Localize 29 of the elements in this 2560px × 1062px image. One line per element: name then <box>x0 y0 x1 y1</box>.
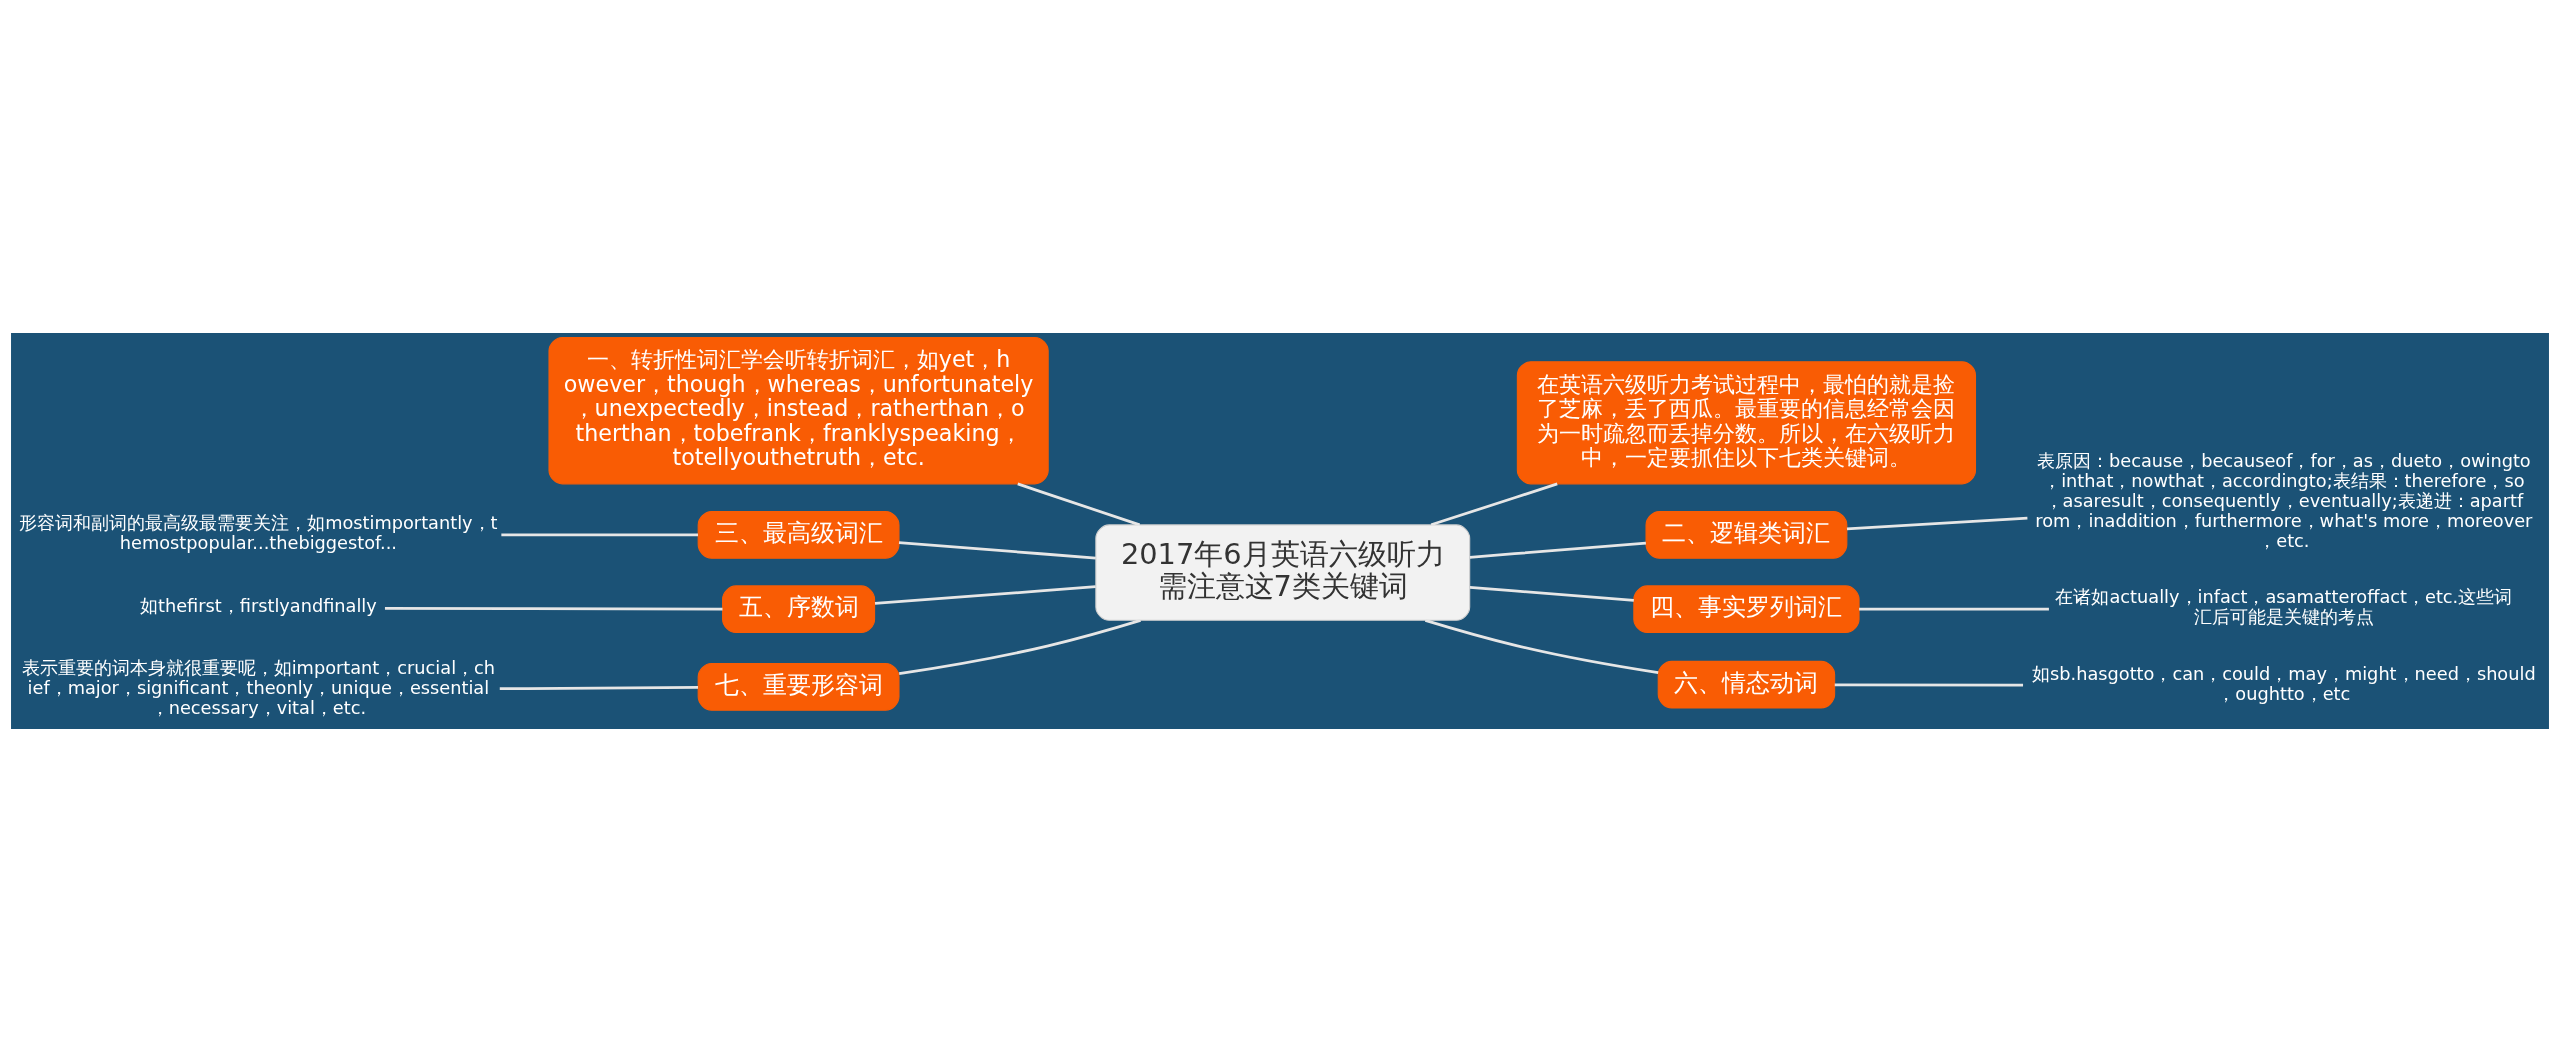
connector <box>1017 482 1141 527</box>
node-box: 五、序数词 <box>722 585 876 634</box>
node-text: 表原因：because，becauseof，for，as，dueto，owingto，inthat，nowthat，accordingto;表结果：therefore，so，asaresult，consequently，eventually;表递进：apartfrom，inaddition，furthermore，what's more，moreover，etc. <box>2035 451 2533 551</box>
connector <box>1424 619 1659 674</box>
connector <box>501 533 698 537</box>
connector <box>1469 585 1634 602</box>
connector <box>1430 482 1558 527</box>
node-text: 形容词和副词的最高级最需要关注，如mostimportantly，themostpopular...thebiggestof... <box>19 513 498 554</box>
connector <box>1859 607 2049 611</box>
node-box: 二、逻辑类词汇 <box>1645 511 1848 559</box>
node-box: 一、转折性词汇学会听转折词汇，如yet，however，though，whereas，unfortunately，unexpectedly，instead，ratherthan，otherthan，tobefrank，franklyspeaking，totellyouthetruth，etc. <box>548 336 1049 485</box>
node-box: 四、事实罗列词汇 <box>1633 585 1860 634</box>
connector <box>499 686 699 691</box>
connector <box>384 606 723 611</box>
connector <box>1846 516 2028 531</box>
connector <box>898 619 1141 676</box>
connector <box>1469 541 1647 559</box>
node-text: 如thefirst，firstlyandfinally <box>139 596 377 617</box>
connector <box>898 541 1096 560</box>
node-box: 七、重要形容词 <box>697 663 900 711</box>
node-box: 六、情态动词 <box>1657 660 1836 709</box>
node-text: 表示重要的词本身就很重要呢，如important，crucial，chief，major，significant，theonly，unique，essential，necessary，vital，etc. <box>21 658 496 719</box>
node-text: 在诸如actually，infact，asamatteroffact，etc.这些词汇后可能是关键的考点 <box>2055 587 2513 628</box>
node-text: 如sb.hasgotto，can，could，may，might，need，should，oughtto，etc <box>2032 663 2536 704</box>
connector <box>874 585 1096 605</box>
node-box: 三、最高级词汇 <box>697 511 900 559</box>
connector <box>1834 683 2024 687</box>
node-box: 在英语六级听力考试过程中，最怕的就是捡了芝麻，丢了西瓜。最重要的信息经常会因为一时疏忽而丢掉分数。所以，在六级听力中，一定要抓住以下七类关键词。 <box>1516 361 1977 485</box>
node-box: 2017年6月英语六级听力需注意这7类关键词 <box>1095 524 1471 621</box>
